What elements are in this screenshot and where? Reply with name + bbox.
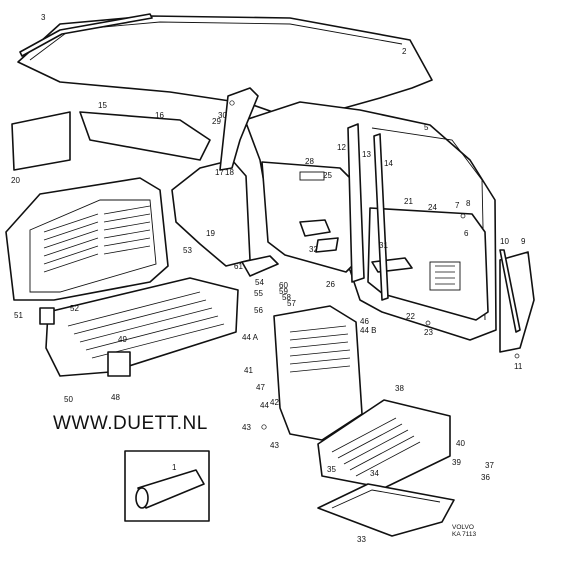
seat-frame: [317, 483, 455, 537]
callout-23: 23: [424, 328, 433, 337]
b-pillar-trim: [347, 123, 365, 283]
callout-56: 56: [254, 306, 263, 315]
callout-6: 6: [464, 229, 469, 238]
callout-12: 12: [337, 143, 346, 152]
material-inset: [124, 450, 210, 522]
callout-44a: 44 A: [242, 333, 259, 342]
callout-24: 24: [428, 203, 437, 212]
callout-43b: 43: [270, 441, 279, 450]
callout-36: 36: [481, 473, 490, 482]
callout-51: 51: [14, 311, 23, 320]
callout-18: 18: [225, 168, 234, 177]
parcel-shelf: [79, 111, 211, 161]
callout-47: 47: [256, 383, 265, 392]
callout-32: 32: [309, 245, 318, 254]
callout-19: 19: [206, 229, 215, 238]
headrest: [241, 255, 279, 277]
front-seat-cushion: [317, 399, 451, 489]
screw-23: [425, 320, 431, 326]
callout-7: 7: [455, 201, 460, 210]
callout-34: 34: [370, 469, 379, 478]
callout-10: 10: [500, 237, 509, 246]
callout-15: 15: [98, 101, 107, 110]
seat-hinge: [107, 351, 131, 377]
c-pillar-trim: [219, 87, 259, 171]
callout-28: 28: [305, 157, 314, 166]
callout-35: 35: [327, 465, 336, 474]
clip-30: [229, 100, 235, 106]
drawing-code: KA 7113: [452, 531, 477, 538]
callout-55: 55: [254, 289, 263, 298]
callout-37: 37: [485, 461, 494, 470]
callout-14: 14: [384, 159, 393, 168]
rear-door-panel: [261, 161, 353, 273]
b-pillar-seal: [373, 133, 389, 301]
callout-44: 44: [260, 401, 269, 410]
website-watermark: WWW.DUETT.NL: [53, 413, 208, 434]
callout-41: 41: [244, 366, 253, 375]
callout-3: 3: [41, 13, 46, 22]
callout-26: 26: [326, 280, 335, 289]
callout-labels: 1 2 3 5 6 7 8 9 10 11 12 13 14 15 16 17 …: [11, 13, 526, 544]
callout-39: 39: [452, 458, 461, 467]
callout-46: 46: [360, 317, 369, 326]
rear-seat-cushion: [45, 277, 239, 377]
callout-11: 11: [514, 362, 523, 371]
callout-8: 8: [466, 199, 471, 208]
callout-20: 20: [11, 176, 20, 185]
callout-54: 54: [255, 278, 264, 287]
callout-9: 9: [521, 237, 526, 246]
callout-40: 40: [456, 439, 465, 448]
brand-name: VOLVO: [452, 524, 474, 531]
callout-30: 30: [218, 111, 227, 120]
callout-31: 31: [379, 241, 388, 250]
callout-2: 2: [402, 47, 407, 56]
callout-5: 5: [424, 123, 429, 132]
callout-22: 22: [406, 312, 415, 321]
callout-60: 60: [279, 281, 288, 290]
door-seal-strip: [499, 249, 521, 333]
callout-57: 57: [287, 299, 296, 308]
front-seat-backrest: [273, 305, 363, 441]
callout-53: 53: [183, 246, 192, 255]
callout-17: 17: [215, 168, 224, 177]
brand-code: VOLVO KA 7113: [452, 524, 476, 538]
callout-52: 52: [70, 304, 79, 313]
headliner-rail: [19, 13, 153, 57]
callout-43a: 43: [242, 423, 251, 432]
rear-seat-backrest: [5, 177, 169, 301]
callout-21: 21: [404, 197, 413, 206]
screw-43: [261, 424, 267, 430]
callout-49: 49: [118, 335, 127, 344]
callout-16: 16: [155, 111, 164, 120]
screw-7: [460, 213, 466, 219]
callout-48: 48: [111, 393, 120, 402]
callout-38: 38: [395, 384, 404, 393]
callout-44b: 44 B: [360, 326, 376, 335]
callout-33: 33: [357, 535, 366, 544]
callout-50: 50: [64, 395, 73, 404]
callout-61: 61: [234, 262, 243, 271]
headliner: [17, 15, 433, 119]
callout-1: 1: [172, 463, 177, 472]
screw-11: [514, 353, 520, 359]
callout-29: 29: [212, 117, 221, 126]
callout-13: 13: [362, 150, 371, 159]
seat-latch: [39, 307, 55, 325]
callout-59: 59: [279, 287, 288, 296]
callout-42: 42: [270, 398, 279, 407]
callout-25: 25: [323, 171, 332, 180]
callout-58: 58: [282, 293, 291, 302]
rear-side-panel: [11, 111, 71, 171]
